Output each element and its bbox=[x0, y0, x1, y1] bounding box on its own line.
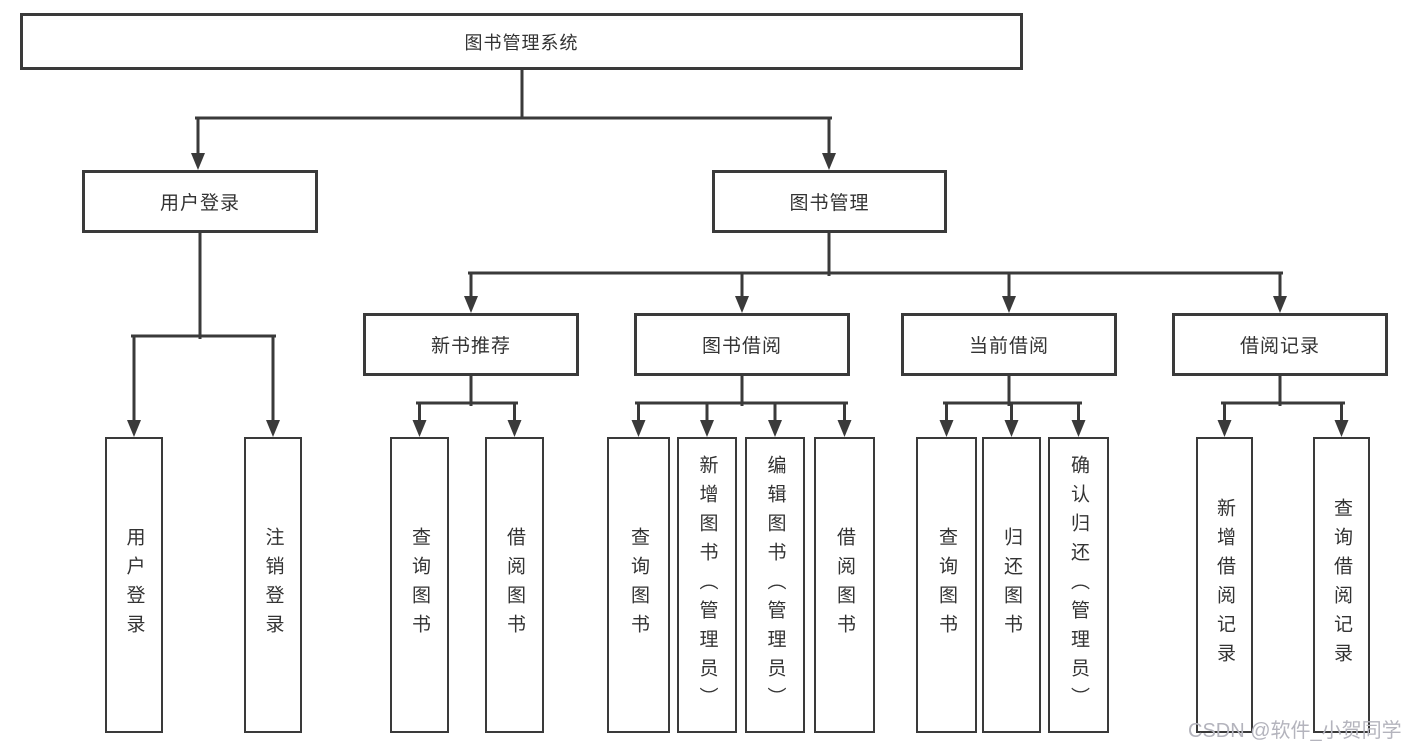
arrowhead-leaf-cb3 bbox=[1071, 420, 1086, 437]
leaf-current-confirm-admin: 确认归还（管理员） bbox=[1048, 437, 1109, 733]
arrowhead-borrow-records bbox=[1273, 296, 1287, 313]
leaf-current-query: 查询图书 bbox=[916, 437, 977, 733]
csdn-watermark: CSDN @软件_小贺同学 bbox=[1188, 720, 1402, 742]
arrowhead-leaf-nb1 bbox=[412, 420, 427, 437]
arrowhead-book-mgmt bbox=[822, 153, 836, 170]
arrowhead-leaf-bb3 bbox=[768, 420, 782, 437]
arrowhead-leaf-logout bbox=[266, 420, 280, 437]
leaf-borrow-borrow: 借阅图书 bbox=[814, 437, 875, 733]
arrowhead-leaf-cb2 bbox=[1004, 420, 1019, 437]
leaf-newbooks-query: 查询图书 bbox=[390, 437, 449, 733]
arrowhead-new-books bbox=[464, 296, 478, 313]
leaf-borrow-query: 查询图书 bbox=[607, 437, 670, 733]
connector-book-mgmt-to-level3 bbox=[464, 231, 1287, 313]
connector-current-borrow-group bbox=[939, 374, 1086, 437]
node-book-borrow: 图书借阅 bbox=[634, 313, 850, 376]
arrowhead-user-login bbox=[191, 153, 205, 170]
node-root-system: 图书管理系统 bbox=[20, 13, 1023, 70]
leaf-newbooks-borrow: 借阅图书 bbox=[485, 437, 544, 733]
arrowhead-leaf-login bbox=[127, 420, 141, 437]
arrowhead-leaf-br1 bbox=[1217, 420, 1232, 437]
node-new-books: 新书推荐 bbox=[363, 313, 579, 376]
arrowhead-current-borrow bbox=[1002, 296, 1016, 313]
node-user-login: 用户登录 bbox=[82, 170, 318, 233]
connector-user-login-group bbox=[127, 231, 280, 437]
arrowhead-book-borrow bbox=[735, 296, 749, 313]
arrowhead-leaf-bb2 bbox=[700, 420, 714, 437]
leaf-borrow-edit-admin: 编辑图书（管理员） bbox=[745, 437, 805, 733]
leaf-records-query: 查询借阅记录 bbox=[1313, 437, 1370, 733]
leaf-logout: 注销登录 bbox=[244, 437, 302, 733]
arrowhead-leaf-br2 bbox=[1334, 420, 1349, 437]
connector-borrow-records-group bbox=[1217, 374, 1349, 437]
arrowhead-leaf-bb4 bbox=[837, 420, 852, 437]
connector-book-borrow-group bbox=[631, 374, 852, 437]
arrowhead-leaf-bb1 bbox=[631, 420, 646, 437]
leaf-current-return: 归还图书 bbox=[982, 437, 1041, 733]
leaf-user-login: 用户登录 bbox=[105, 437, 163, 733]
connector-root-to-level2 bbox=[191, 68, 836, 170]
node-borrow-records: 借阅记录 bbox=[1172, 313, 1388, 376]
leaf-borrow-add-admin: 新增图书（管理员） bbox=[677, 437, 737, 733]
node-book-mgmt: 图书管理 bbox=[712, 170, 947, 233]
node-current-borrow: 当前借阅 bbox=[901, 313, 1117, 376]
arrowhead-leaf-cb1 bbox=[939, 420, 954, 437]
arrowhead-leaf-nb2 bbox=[507, 420, 522, 437]
connector-new-books-group bbox=[412, 374, 522, 437]
leaf-records-add: 新增借阅记录 bbox=[1196, 437, 1253, 733]
